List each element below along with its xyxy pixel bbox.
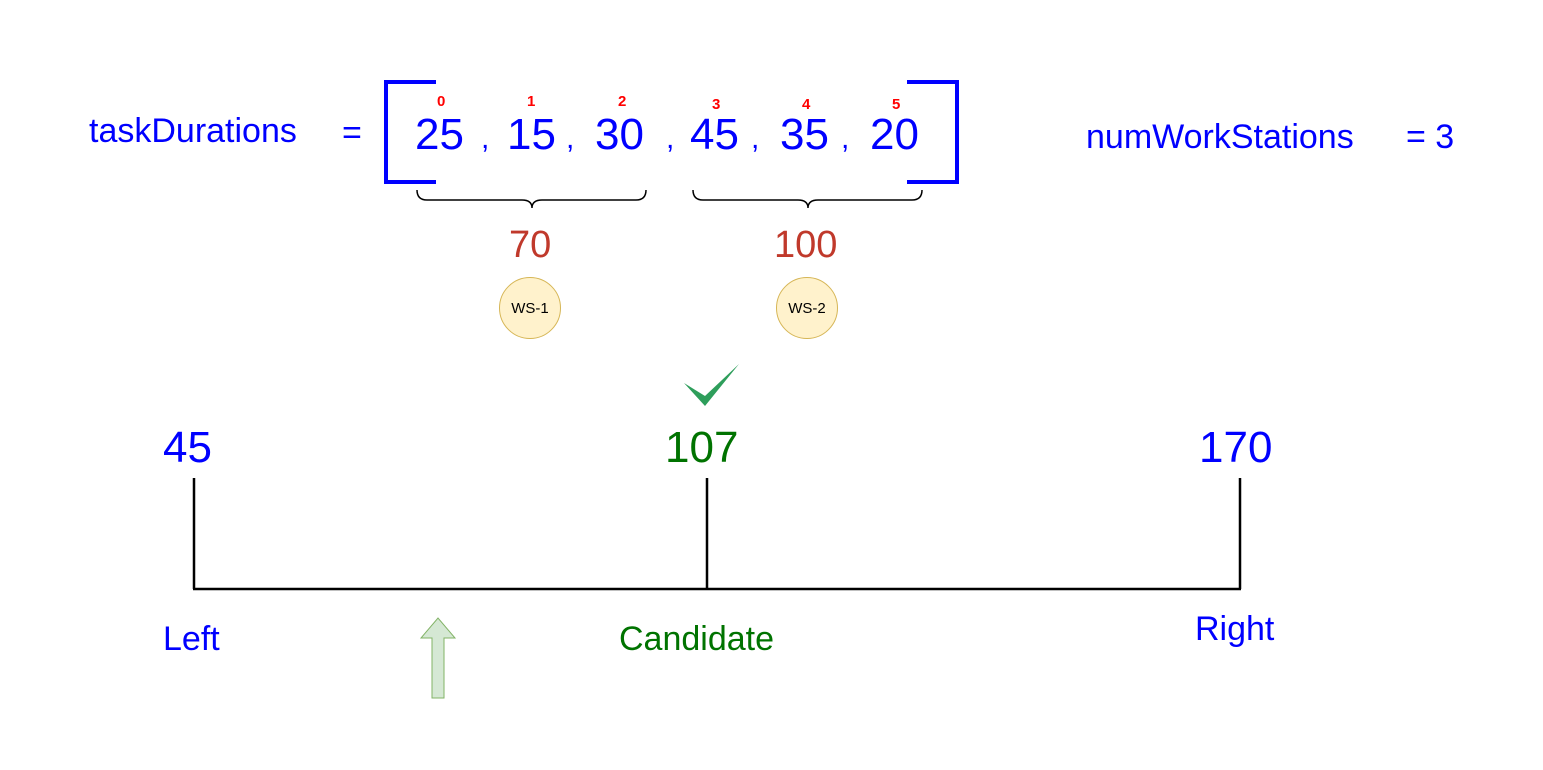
param-value: = 3 xyxy=(1406,118,1455,156)
brace-ws2 xyxy=(692,189,923,209)
comma: , xyxy=(666,122,675,155)
index-0: 0 xyxy=(437,93,446,110)
left-label: Left xyxy=(163,620,220,658)
comma: , xyxy=(751,122,760,155)
right-value: 170 xyxy=(1199,423,1273,472)
index-2: 2 xyxy=(618,93,627,110)
sum-ws2: 100 xyxy=(774,224,838,266)
up-arrow-icon xyxy=(419,617,457,699)
ws1-label: WS-1 xyxy=(511,299,549,317)
value-0: 25 xyxy=(415,110,464,159)
comma: , xyxy=(481,122,490,155)
index-3: 3 xyxy=(712,96,721,113)
left-value: 45 xyxy=(163,423,212,472)
workstation-ws2: WS-2 xyxy=(776,277,838,339)
comma: , xyxy=(566,122,575,155)
value-4: 35 xyxy=(780,110,829,159)
value-5: 20 xyxy=(870,110,919,159)
value-2: 30 xyxy=(595,110,644,159)
right-bracket xyxy=(907,80,959,184)
index-5: 5 xyxy=(892,96,901,113)
brace-ws1 xyxy=(416,189,647,209)
index-4: 4 xyxy=(802,96,811,113)
array-name: taskDurations xyxy=(89,112,297,150)
sum-ws1: 70 xyxy=(509,224,552,266)
index-1: 1 xyxy=(527,93,536,110)
value-1: 15 xyxy=(507,110,556,159)
ws2-label: WS-2 xyxy=(788,299,826,317)
workstation-ws1: WS-1 xyxy=(499,277,561,339)
array-equals: = xyxy=(342,114,362,152)
right-label: Right xyxy=(1195,610,1275,648)
candidate-value: 107 xyxy=(665,423,739,472)
value-3: 45 xyxy=(690,110,739,159)
comma: , xyxy=(841,122,850,155)
param-name: numWorkStations xyxy=(1086,118,1354,156)
check-icon xyxy=(684,364,739,406)
left-bracket xyxy=(384,80,436,184)
candidate-label: Candidate xyxy=(619,620,775,658)
